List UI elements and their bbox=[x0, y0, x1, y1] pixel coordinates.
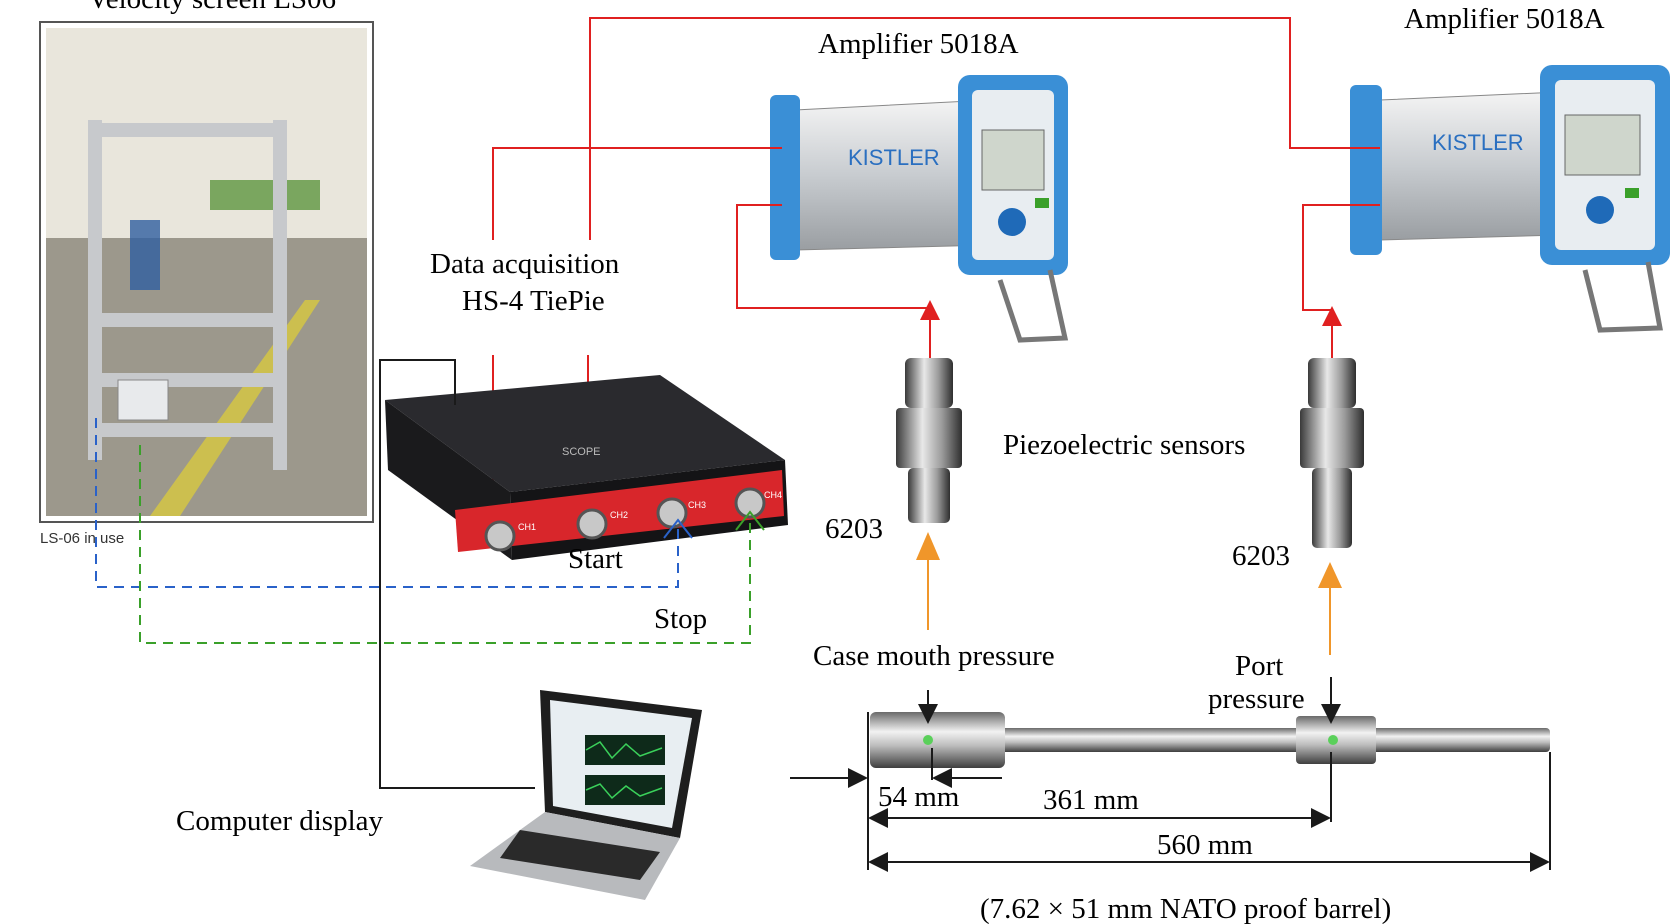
amplifier-left bbox=[760, 65, 1100, 345]
ch2-label: CH2 bbox=[610, 510, 628, 520]
kistler-logo-left: KISTLER bbox=[848, 145, 940, 170]
data-acquisition-unit bbox=[385, 375, 788, 560]
sensor-left bbox=[896, 358, 962, 523]
computer-display-label: Computer display bbox=[176, 805, 384, 837]
scope-brand: SCOPE bbox=[562, 446, 601, 458]
laptop bbox=[470, 690, 702, 900]
signal-wires bbox=[483, 17, 1380, 515]
case-mouth-arrowhead bbox=[916, 532, 940, 560]
sensor-right bbox=[1300, 358, 1364, 548]
amplifier-right bbox=[1345, 50, 1678, 335]
stop-trigger-arrow bbox=[735, 510, 765, 531]
port-label-line1: Port bbox=[1235, 650, 1283, 682]
stop-trigger-line bbox=[139, 445, 751, 644]
daq-label-line1: Data acquisition bbox=[430, 248, 620, 280]
proof-barrel bbox=[870, 712, 1550, 768]
velocity-screen-photo bbox=[39, 21, 374, 523]
start-trigger-line bbox=[95, 418, 679, 588]
ch1-label: CH1 bbox=[518, 522, 536, 532]
ch3-label: CH3 bbox=[688, 500, 706, 510]
piezo-sensors-label: Piezoelectric sensors bbox=[1003, 429, 1245, 461]
daq-label-line2: HS-4 TiePie bbox=[462, 285, 605, 317]
sensor-right-model: 6203 bbox=[1232, 540, 1290, 572]
amplifier-left-label: Amplifier 5018A bbox=[818, 28, 1019, 60]
dim-361-label: 361 mm bbox=[1043, 784, 1139, 816]
port-pressure-arrowhead bbox=[1318, 562, 1342, 588]
kistler-logo-right: KISTLER bbox=[1432, 130, 1524, 155]
start-label: Start bbox=[568, 543, 623, 575]
dimension-lines bbox=[790, 712, 1551, 872]
port-label-line2: pressure bbox=[1208, 683, 1305, 715]
case-mouth-label: Case mouth pressure bbox=[813, 640, 1055, 672]
usb-cable bbox=[379, 359, 535, 789]
ch4-label: CH4 bbox=[764, 490, 782, 500]
amplifier-right-label: Amplifier 5018A bbox=[1404, 3, 1605, 35]
ls06-caption: LS-06 in use bbox=[40, 530, 124, 547]
dim-54-label: 54 mm bbox=[878, 781, 960, 813]
start-trigger-arrow bbox=[663, 518, 693, 539]
sensor-left-model: 6203 bbox=[825, 513, 883, 545]
stop-label: Stop bbox=[654, 603, 707, 635]
barrel-caption: (7.62 × 51 mm NATO proof barrel) bbox=[980, 893, 1391, 924]
velocity-screen-title: Velocity screen LS06 bbox=[88, 0, 336, 15]
dim-560-label: 560 mm bbox=[1157, 829, 1253, 861]
